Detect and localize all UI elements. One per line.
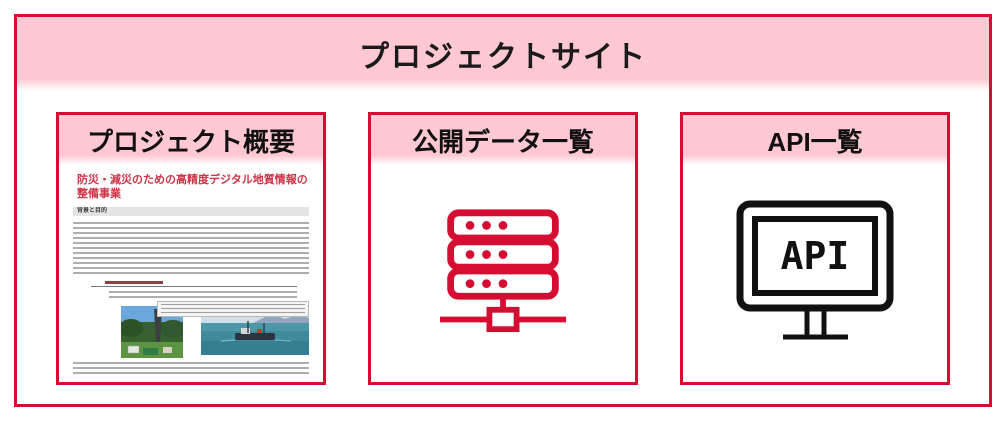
doc-photos-row	[71, 300, 311, 359]
monitor-icon: API	[736, 200, 894, 340]
callout-text-lines	[161, 303, 305, 315]
card-api-list[interactable]: API一覧 API	[680, 112, 950, 385]
project-overview-thumbnail: 防災・減災のための高精度デジタル地質情報の整備事業 背景と目的	[59, 165, 323, 382]
card-open-data[interactable]: 公開データ一覧	[368, 112, 638, 385]
page-header: プロジェクトサイト	[17, 17, 989, 91]
card-project-overview-header: プロジェクト概要	[59, 115, 323, 165]
doc-subheading-underline	[91, 279, 297, 287]
card-title: API一覧	[767, 126, 863, 157]
doc-text-block	[73, 251, 309, 274]
page-frame: プロジェクトサイト プロジェクト概要 防災・減災のための高精度デジタル地質情報の…	[14, 14, 992, 407]
server-icon	[439, 209, 567, 333]
doc-text-block	[73, 361, 309, 374]
card-api-list-body: API	[683, 165, 947, 382]
card-open-data-header: 公開データ一覧	[371, 115, 635, 165]
card-open-data-body	[371, 165, 635, 382]
doc-text-block	[109, 290, 297, 298]
page-title: プロジェクトサイト	[359, 41, 647, 74]
monitor-api-label: API	[781, 234, 850, 278]
card-project-overview[interactable]: プロジェクト概要 防災・減災のための高精度デジタル地質情報の整備事業 背景と目的	[56, 112, 326, 385]
survey-ship-photo	[201, 310, 309, 355]
doc-title: 防災・減災のための高精度デジタル地質情報の整備事業	[77, 174, 308, 201]
card-title: プロジェクト概要	[86, 126, 295, 157]
cards-row: プロジェクト概要 防災・減災のための高精度デジタル地質情報の整備事業 背景と目的	[17, 112, 989, 385]
card-title: 公開データ一覧	[411, 126, 594, 157]
doc-text-block	[73, 221, 309, 249]
doc-subheading-stub	[105, 280, 163, 284]
photo-caption-callout	[157, 300, 309, 317]
doc-section-bar: 背景と目的	[73, 206, 309, 216]
card-api-list-header: API一覧	[683, 115, 947, 165]
